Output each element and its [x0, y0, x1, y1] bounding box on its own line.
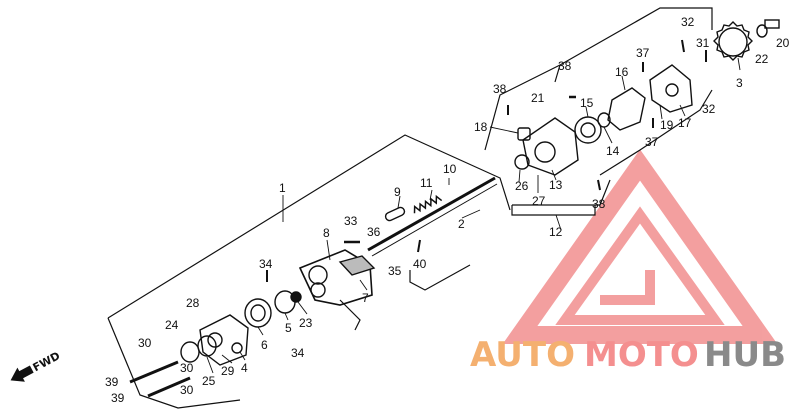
label-part-17: 17 [678, 116, 692, 130]
label-part-7: 7 [362, 291, 369, 305]
label-part-39a: 39 [105, 375, 119, 389]
label-part-4: 4 [241, 361, 248, 375]
label-part-39b: 39 [111, 391, 125, 405]
label-part-8: 8 [323, 226, 330, 240]
label-part-3: 3 [736, 76, 743, 90]
label-part-21: 21 [531, 91, 545, 105]
spring-11-drawing [413, 194, 443, 214]
label-part-33: 33 [344, 214, 358, 228]
parts-drawings [129, 19, 780, 398]
label-part-37a: 37 [636, 46, 650, 60]
label-part-20: 20 [776, 36, 790, 50]
label-part-16: 16 [615, 65, 629, 79]
part-labels: 1 2 3 4 5 6 7 8 9 10 11 12 13 14 15 16 1… [105, 15, 790, 405]
label-part-34b: 34 [291, 346, 305, 360]
label-part-29: 29 [221, 364, 235, 378]
label-part-5: 5 [285, 321, 292, 335]
arrow-icon [10, 365, 34, 382]
fwd-arrow: FWD [10, 349, 63, 382]
label-part-25: 25 [202, 374, 216, 388]
label-part-26: 26 [515, 179, 529, 193]
label-part-14: 14 [606, 144, 620, 158]
label-part-11: 11 [420, 176, 433, 190]
label-part-37b: 37 [645, 135, 659, 149]
label-part-6: 6 [261, 338, 268, 352]
label-part-40: 40 [413, 257, 427, 271]
label-part-23: 23 [299, 316, 313, 330]
label-part-34a: 34 [259, 257, 273, 271]
assembly-outlines [107, 7, 713, 409]
watermark-hub: HUB [704, 335, 786, 375]
label-part-38c: 38 [592, 197, 606, 211]
label-part-30a: 30 [138, 336, 152, 350]
label-part-32b: 32 [702, 102, 716, 116]
watermark-moto: MOTO [584, 335, 699, 375]
leader-lines [206, 57, 741, 374]
label-part-27: 27 [532, 194, 546, 208]
label-part-10: 10 [443, 162, 457, 176]
watermark-auto: AUTO [470, 335, 575, 375]
label-part-18: 18 [474, 120, 488, 134]
label-part-15: 15 [580, 96, 594, 110]
fwd-label: FWD [31, 349, 63, 374]
label-part-13: 13 [549, 178, 563, 192]
label-part-2: 2 [458, 217, 465, 231]
watermark-text: AUTO MOTO HUB [470, 335, 786, 375]
label-part-31: 31 [696, 36, 710, 50]
label-part-1: 1 [279, 181, 286, 195]
label-part-28: 28 [186, 296, 200, 310]
label-part-30c: 30 [180, 383, 194, 397]
label-part-9: 9 [394, 185, 401, 199]
label-part-35: 35 [388, 264, 402, 278]
label-part-38b: 38 [493, 82, 507, 96]
label-part-12: 12 [549, 225, 563, 239]
label-part-19: 19 [660, 118, 674, 132]
label-part-32a: 32 [681, 15, 695, 29]
label-part-30b: 30 [180, 361, 194, 375]
label-part-22: 22 [755, 52, 769, 66]
label-part-38a: 38 [558, 59, 572, 73]
watermark-logo [502, 149, 778, 344]
label-part-36: 36 [367, 225, 381, 239]
label-part-24: 24 [165, 318, 179, 332]
